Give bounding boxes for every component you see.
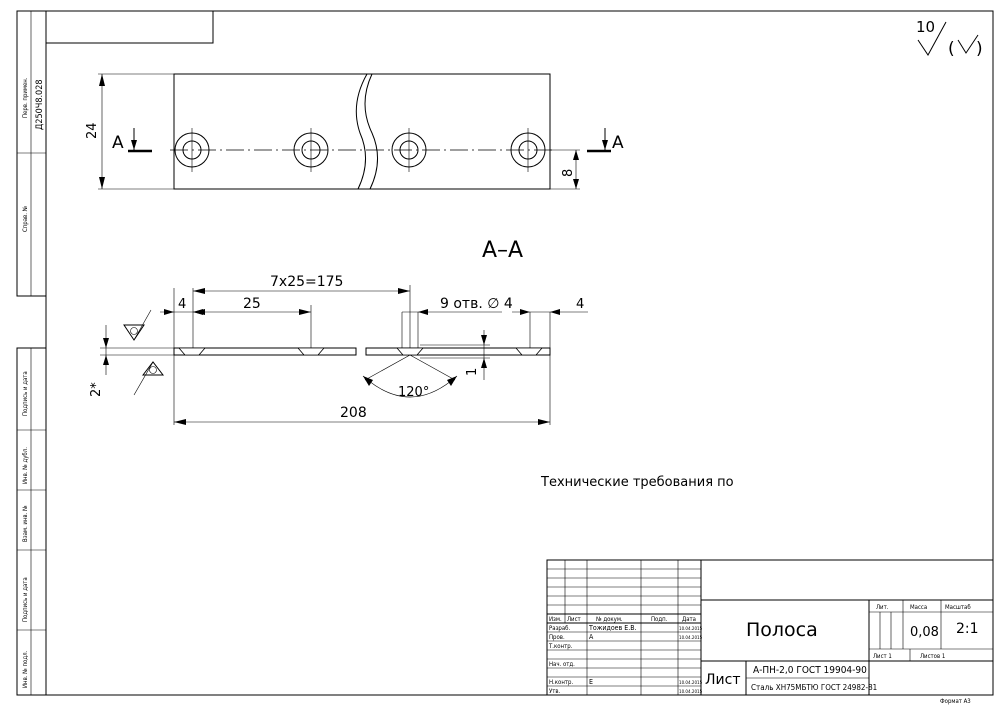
role-name: Е [589,678,593,686]
header-change: Изм. [549,616,562,623]
side-field-3: Подпись и дата [22,371,29,416]
side-field-4: Инв. № дубл. [22,447,29,484]
role-date: 10.04.2015 [679,680,703,686]
plan-view: 24 8 A A [85,73,624,190]
role-date: 10.04.2015 [679,626,703,632]
role-date: 10.04.2015 [679,635,703,641]
section-mark-right: A [612,133,624,153]
role-label: Н.контр. [549,679,573,686]
side-doc-number: Д250Ч8.028 [35,79,45,130]
role-date: 10.04.2015 [679,689,703,695]
scale-value: 2:1 [956,621,979,637]
dim-holes-note: 9 отв. ∅ 4 [440,296,513,312]
sheet-label: Лист 1 [873,653,892,660]
hole [391,128,427,172]
roughness-symbol: 10 ( ) [916,18,983,59]
header-sheet: Лист [567,616,581,623]
roughness-parenthesized: ( [948,39,955,59]
sheet-word: Лист [705,672,740,688]
side-stamp: Перв. примен. Д250Ч8.028 Справ. № Подпис… [16,10,47,696]
lit-label: Лит. [876,604,889,611]
dim-depth: 1 [465,368,480,376]
dim-end-right: 4 [576,297,584,312]
hole [510,128,546,172]
role-label: Утв. [549,688,561,695]
role-name: А [589,633,594,641]
header-date: Дата [682,616,696,623]
title-block: Изм. Лист № докум. Подп. Дата Разраб. То… [546,559,994,696]
material-line-2: Сталь ХН75МБТЮ ГОСТ 24982-81 [751,683,877,692]
dim-hole-offset: 8 [561,169,576,177]
roughness-value: 10 [916,18,935,36]
dim-angle: 120° [398,385,429,400]
material-line-1: А-ПН-2,0 ГОСТ 19904-90 [753,665,867,676]
dim-step: 25 [243,296,261,312]
dim-thickness: 2* [89,382,104,397]
side-field-1: Перв. примен. [22,77,29,118]
dim-end-left: 4 [178,297,186,312]
role-label: Нач. отд. [549,661,575,668]
role-label: Разраб. [549,625,570,632]
sheets-label: Листов 1 [920,653,945,660]
hole [174,128,210,172]
role-label: Пров. [549,634,565,641]
side-field-5: Взам. инв. № [22,505,29,542]
mass-value: 0,08 [910,625,939,640]
side-field-7: Инв. № подл. [22,650,29,688]
section-title: A–A [482,238,523,263]
dim-pitch: 7x25=175 [270,274,343,290]
dim-width: 24 [85,122,100,139]
part-name: Полоса [746,619,818,641]
format-label: Формат А3 [940,698,971,705]
hole [293,128,329,172]
svg-text:): ) [976,39,983,59]
tech-requirements: Технические требования по [540,475,734,490]
header-signature: Подп. [651,616,668,623]
side-field-6: Подпись и дата [22,577,29,622]
section-mark-left: A [112,133,124,153]
dim-length: 208 [340,405,367,421]
header-doc-no: № докум. [596,616,623,623]
role-name: Тожидоев Е.В. [588,624,637,632]
role-label: Т.контр. [548,643,573,650]
top-left-stamp [46,11,214,44]
scale-label: Масштаб [945,604,971,611]
mass-label: Масса [910,604,927,611]
section-view: 2* 7x25=175 25 4 9 отв. ∅ 4 4 [89,274,588,425]
side-field-2: Справ. № [22,205,29,232]
